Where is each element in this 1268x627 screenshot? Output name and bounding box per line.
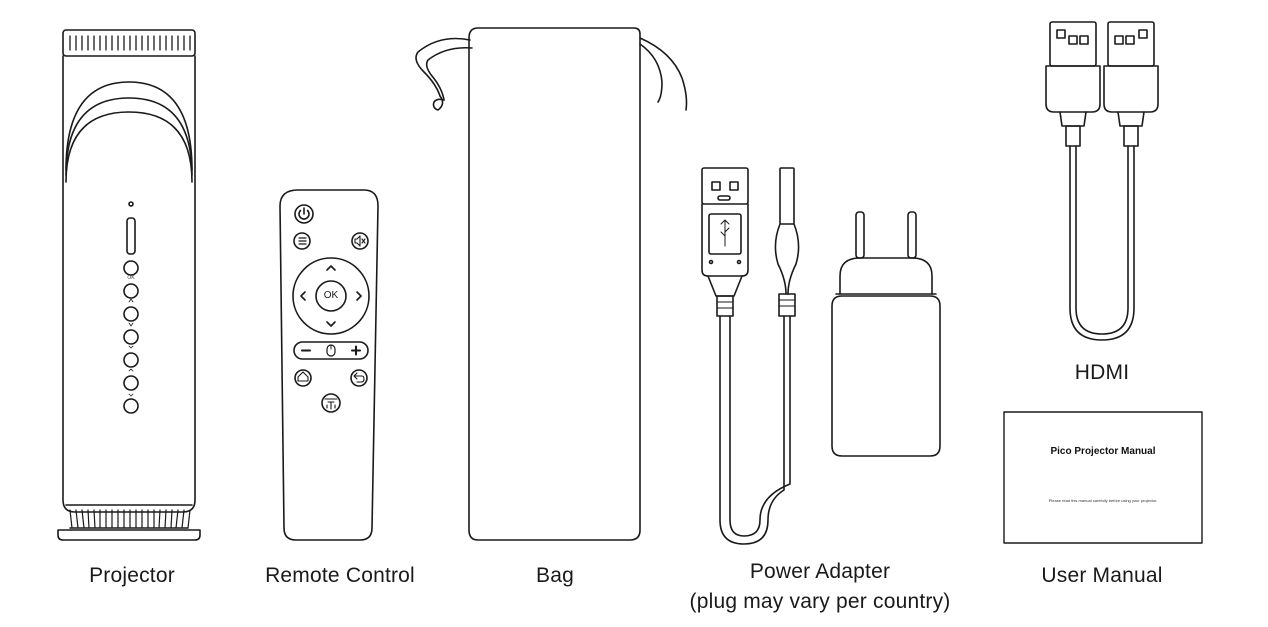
remote-ok-label: OK [323,290,339,301]
bag-illustration [415,27,688,541]
caption-projector: Projector [89,564,175,587]
hdmi-cable-illustration [1045,21,1159,341]
projector-illustration [57,29,201,541]
power-adapter-illustration [701,167,941,545]
caption-power-adapter: Power Adapter [749,560,891,583]
remote-illustration [279,189,379,541]
caption-power-adapter-note: (plug may vary per country) [689,590,951,613]
caption-bag: Bag [536,564,574,587]
caption-remote-control: Remote Control [265,564,415,587]
user-manual-booklet [1003,411,1203,544]
projector-ok-label: OK [127,275,135,281]
manual-note: Please read this manual carefully before… [1048,498,1158,503]
manual-title: Pico Projector Manual [1050,446,1156,457]
caption-user-manual: User Manual [1041,564,1163,587]
caption-hdmi: HDMI [1074,361,1130,384]
